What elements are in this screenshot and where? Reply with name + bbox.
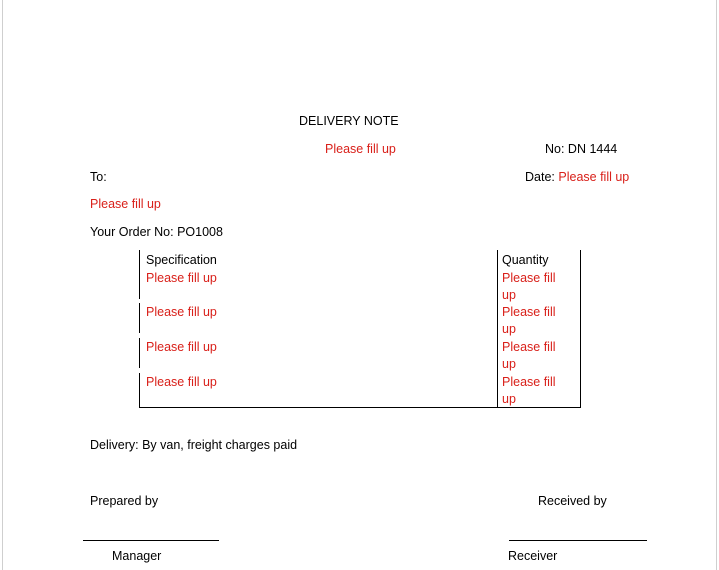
received-signature-line[interactable] <box>509 540 647 541</box>
date-placeholder[interactable]: Please fill up <box>558 170 630 184</box>
note-number: No: DN 1444 <box>545 142 618 156</box>
table-border <box>139 338 140 368</box>
table-border <box>139 270 140 299</box>
order-number: Your Order No: PO1008 <box>90 225 223 239</box>
title-placeholder[interactable]: Please fill up <box>325 142 396 156</box>
quantity-cell[interactable]: Please fill up <box>502 305 556 336</box>
table-border <box>139 303 140 333</box>
specification-cell[interactable]: Please fill up <box>146 340 217 354</box>
quantity-header: Quantity <box>502 253 549 267</box>
table-border <box>139 407 581 408</box>
to-label: To: <box>90 170 107 184</box>
specification-cell[interactable]: Please fill up <box>146 271 217 285</box>
recipient-placeholder[interactable]: Please fill up <box>90 197 161 211</box>
date-label: Date: <box>525 170 555 184</box>
date-line: Date: Please fill up <box>525 170 629 185</box>
table-border <box>580 250 581 407</box>
received-by-label: Received by <box>538 494 607 508</box>
receiver-label: Receiver <box>508 549 558 563</box>
prepared-by-label: Prepared by <box>90 494 159 508</box>
specification-header: Specification <box>146 253 217 267</box>
table-border <box>139 250 140 270</box>
quantity-cell[interactable]: Please fill up <box>502 271 556 302</box>
document-title: DELIVERY NOTE <box>299 114 399 128</box>
prepared-signature-line[interactable] <box>83 540 219 541</box>
quantity-cell[interactable]: Please fill up <box>502 340 556 371</box>
table-border <box>139 373 140 407</box>
specification-cell[interactable]: Please fill up <box>146 305 217 319</box>
quantity-cell[interactable]: Please fill up <box>502 375 556 406</box>
manager-label: Manager <box>112 549 162 563</box>
delivery-terms: Delivery: By van, freight charges paid <box>90 438 298 452</box>
table-border <box>497 250 498 407</box>
specification-cell[interactable]: Please fill up <box>146 375 217 389</box>
